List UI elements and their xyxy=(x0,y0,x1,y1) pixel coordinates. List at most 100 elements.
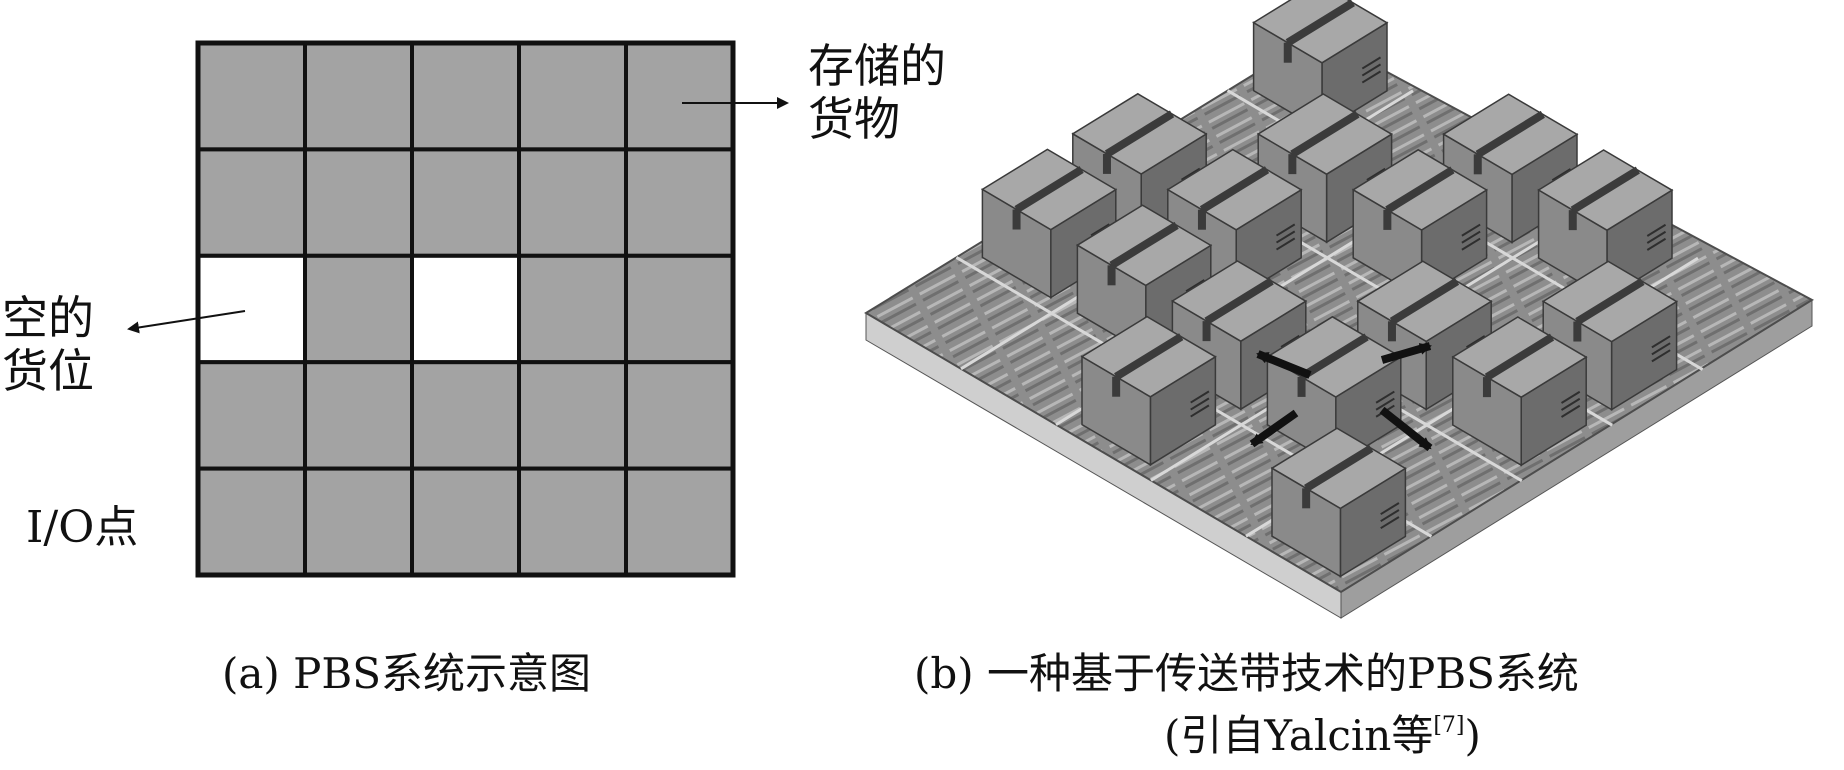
grid-border xyxy=(195,40,736,578)
box-label-mark xyxy=(1375,397,1395,411)
box-label-mark xyxy=(1180,167,1201,181)
caption-b-line1: (b) 一种基于传送带技术的PBS系统 xyxy=(914,649,1579,698)
grid-cell-stored xyxy=(196,41,307,152)
grid-cell-stored xyxy=(624,253,735,365)
grid-cell-stored xyxy=(624,466,735,578)
move-arrow-up-right xyxy=(1380,342,1432,364)
grid-cell-empty xyxy=(410,253,521,365)
box-label-mark xyxy=(1651,335,1671,349)
box-label-mark xyxy=(1646,230,1667,244)
grid-cell-stored xyxy=(303,253,414,365)
box-label-mark xyxy=(1461,237,1481,251)
box-tape xyxy=(1575,278,1645,325)
box-label-mark xyxy=(1185,279,1205,293)
box-label-mark xyxy=(1280,334,1300,348)
box-tape xyxy=(1475,110,1545,158)
stored-box xyxy=(1451,316,1588,467)
box-label-mark xyxy=(1560,390,1581,404)
grid-cell-stored xyxy=(624,147,735,258)
box-label-mark xyxy=(1380,516,1400,530)
grid-cell-stored xyxy=(303,360,414,471)
box-label-mark xyxy=(1551,168,1572,182)
box-tape xyxy=(1014,166,1084,213)
box-tape xyxy=(1285,0,1355,47)
box-label-mark xyxy=(1651,342,1671,356)
box-label-mark xyxy=(1190,390,1210,404)
caption-b-line2: (引自Yalcin等[7]) xyxy=(1164,711,1481,760)
box-tape xyxy=(1290,110,1360,158)
box-label-mark xyxy=(1275,230,1296,244)
box-label-mark xyxy=(1646,223,1667,237)
io-point-label: I/O点 xyxy=(26,502,139,553)
move-arrow-up-left xyxy=(1256,350,1312,379)
box-label-mark xyxy=(1275,223,1296,237)
grid-cell-stored xyxy=(517,41,628,152)
grid-cells xyxy=(196,41,735,578)
grid-cell-stored xyxy=(517,466,628,578)
movement-arrows xyxy=(1249,342,1433,452)
grid-cell-stored xyxy=(410,41,521,152)
grid-cell-stored xyxy=(303,41,414,152)
box-tape xyxy=(1104,110,1175,158)
box-tape xyxy=(1484,333,1555,381)
stored-box xyxy=(1080,315,1217,467)
box-label-mark xyxy=(1465,335,1486,349)
box-tape xyxy=(1299,333,1369,381)
box-label-mark xyxy=(1651,349,1671,363)
box-tape xyxy=(1389,277,1460,325)
move-arrow-down-left xyxy=(1249,409,1299,448)
empty-slot-label-line1: 空的 xyxy=(2,291,94,345)
move-arrow-down-right xyxy=(1379,406,1433,452)
box-tape xyxy=(1204,277,1274,325)
grid-cell-stored xyxy=(410,360,521,471)
caption-b-prefix: (引自Yalcin等 xyxy=(1164,711,1434,760)
grid-cell-stored xyxy=(624,41,735,152)
box-label-mark xyxy=(1361,70,1382,84)
box-label-mark xyxy=(1560,404,1581,418)
box-tape xyxy=(1385,166,1455,214)
box-label-mark xyxy=(1380,502,1400,516)
grid-cell-stored xyxy=(410,147,521,258)
box-label-mark xyxy=(1375,390,1395,404)
empty-slot-pointer-arrow xyxy=(127,310,246,334)
grid-cell-stored xyxy=(624,360,735,471)
storage-goods-label: 存储的 货物 xyxy=(808,40,946,146)
grid-cell-stored xyxy=(517,360,628,471)
empty-slot-label-line2: 货位 xyxy=(2,343,94,398)
grid-cell-stored xyxy=(196,360,307,471)
box-label-mark xyxy=(1190,404,1210,418)
storage-goods-label-line1: 存储的 xyxy=(808,39,946,93)
box-label-mark xyxy=(1275,237,1296,251)
box-tape xyxy=(1570,166,1640,214)
box-tape xyxy=(1109,221,1179,269)
stored-boxes xyxy=(980,0,1679,578)
caption-a: (a) PBS系统示意图 xyxy=(222,649,592,698)
citation-ref: [7] xyxy=(1433,713,1465,738)
grid-cell-empty xyxy=(196,253,307,365)
box-label-mark xyxy=(1380,509,1400,523)
grid-cell-stored xyxy=(196,466,307,578)
box-label-mark xyxy=(1190,397,1210,411)
box-label-mark xyxy=(1090,223,1110,237)
box-top-face xyxy=(1252,0,1389,64)
grid-cell-stored xyxy=(303,147,414,258)
box-label-mark xyxy=(1461,223,1481,237)
box-tape xyxy=(1304,444,1374,492)
pbs-grid xyxy=(195,40,736,578)
box-label-mark xyxy=(1560,397,1581,411)
stored-box xyxy=(1270,427,1407,578)
grid-cell-stored xyxy=(196,147,307,258)
stored-box xyxy=(1351,148,1489,300)
box-label-mark xyxy=(1366,167,1386,181)
box-label-mark xyxy=(1646,237,1667,251)
box-tape xyxy=(1199,166,1270,214)
box-label-mark xyxy=(1461,230,1481,244)
grid-cell-stored xyxy=(410,466,521,578)
storage-goods-label-line2: 货物 xyxy=(808,91,900,146)
box-label-mark xyxy=(1361,56,1382,70)
grid-cell-stored xyxy=(517,147,628,258)
grid-cell-stored xyxy=(517,253,628,365)
box-tape xyxy=(1114,333,1184,381)
grid-cell-stored xyxy=(303,466,414,578)
